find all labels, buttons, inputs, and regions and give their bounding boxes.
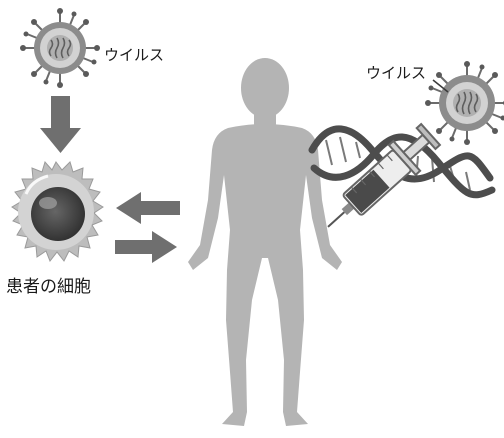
arrow-to-cell-icon bbox=[116, 192, 180, 224]
virus-top-icon bbox=[20, 8, 100, 88]
down-arrow-icon bbox=[40, 96, 81, 153]
patient-cell-label: 患者の細胞 bbox=[6, 279, 91, 296]
human-silhouette bbox=[188, 58, 342, 426]
patient-cell-icon bbox=[12, 162, 103, 261]
virus-right-label: ウイルス bbox=[366, 66, 426, 81]
arrow-to-body-icon bbox=[115, 231, 177, 263]
virus-top-label: ウイルス bbox=[104, 48, 164, 63]
virus-right-icon bbox=[425, 61, 504, 145]
